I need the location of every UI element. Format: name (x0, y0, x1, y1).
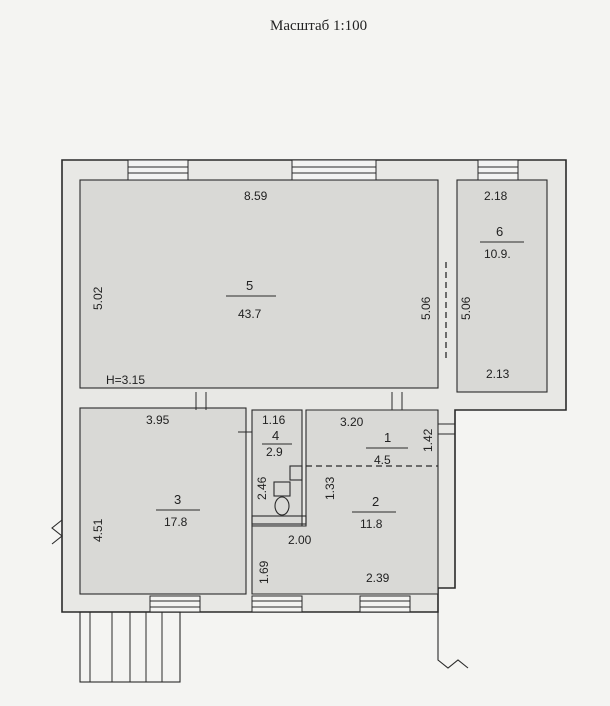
dim-3-95: 3.95 (146, 413, 170, 427)
room-5-floor (79, 179, 439, 389)
room-1-2-floor (251, 409, 439, 595)
window-top-3 (477, 159, 519, 181)
window-bottom-2 (251, 595, 303, 613)
room-1-area: 4.5 (374, 453, 391, 467)
dim-3-20: 3.20 (340, 415, 364, 429)
dim-8-59: 8.59 (244, 189, 268, 203)
dim-5-06-left: 5.06 (419, 296, 433, 320)
scale-title: Масштаб 1:100 (270, 18, 367, 34)
window-top-2 (291, 159, 377, 181)
window-bottom-1 (149, 595, 201, 613)
dim-2-46: 2.46 (255, 476, 269, 500)
dim-2-13: 2.13 (486, 367, 510, 381)
dim-1-69: 1.69 (257, 560, 271, 584)
dim-2-18: 2.18 (484, 189, 508, 203)
window-top-1 (127, 159, 189, 181)
room-4-area: 2.9 (266, 445, 283, 459)
door-marks (195, 392, 455, 435)
window-bottom-3 (359, 595, 411, 613)
room-6-number: 6 (496, 224, 503, 239)
room-4-number: 4 (272, 428, 279, 443)
dim-5-02: 5.02 (91, 286, 105, 310)
room-6-floor (456, 179, 548, 393)
dim-2-00: 2.00 (288, 533, 312, 547)
dim-5-06-right: 5.06 (459, 296, 473, 320)
room-6-area: 10.9. (484, 247, 511, 261)
room-3-number: 3 (174, 492, 181, 507)
room-3-area: 17.8 (164, 515, 188, 529)
dim-ceiling-height: Н=3.15 (106, 373, 145, 387)
room-5-number: 5 (246, 278, 253, 293)
toilet-icon (273, 465, 303, 516)
room-4-floor (251, 409, 303, 527)
bath-ledge (251, 515, 307, 525)
dim-1-33: 1.33 (323, 476, 337, 500)
break-mark-left (51, 519, 63, 545)
dim-1-16: 1.16 (262, 413, 286, 427)
dim-2-39: 2.39 (366, 571, 390, 585)
room-1-number: 1 (384, 430, 391, 445)
room-2-number: 2 (372, 494, 379, 509)
dim-4-51: 4.51 (91, 518, 105, 542)
room-5-area: 43.7 (238, 307, 262, 321)
room-2-area: 11.8 (360, 517, 383, 531)
entrance-steps (79, 611, 181, 683)
room-3-floor (79, 407, 247, 595)
dim-1-42: 1.42 (421, 428, 435, 452)
break-mark-right (437, 612, 469, 669)
